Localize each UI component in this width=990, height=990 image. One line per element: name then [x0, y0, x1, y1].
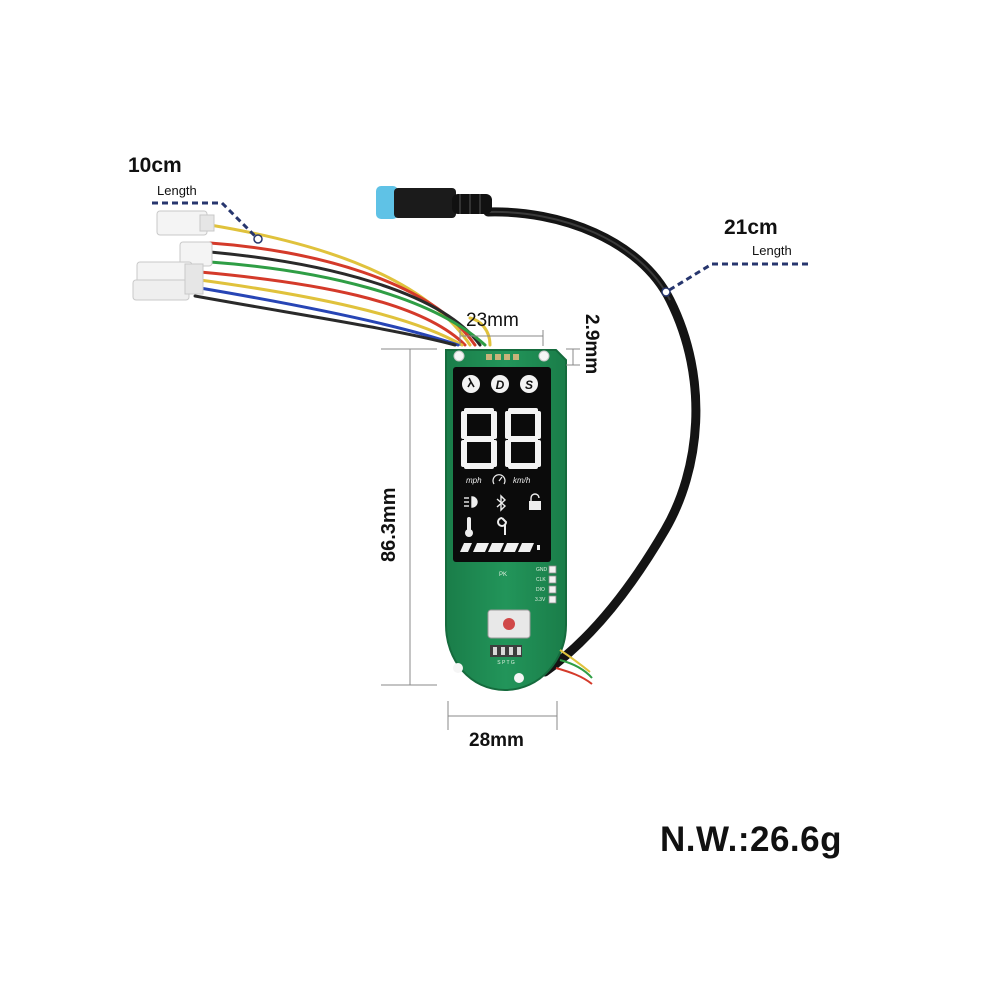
- drive-icon: [491, 375, 509, 393]
- right-cable-length-caption: Length: [752, 243, 792, 258]
- right-cable-length-label: 21cm: [724, 216, 778, 239]
- unit-kmh: km/h: [513, 476, 531, 485]
- speedometer-icon: [492, 474, 506, 485]
- svg-text:D: D: [496, 378, 505, 392]
- unit-mph: mph: [466, 476, 482, 485]
- left-wire-length-caption: Length: [157, 183, 197, 198]
- white-plug-connectors: [132, 210, 215, 301]
- wrench-icon: [497, 517, 508, 535]
- pin-label-dio: DIO: [536, 587, 545, 593]
- pin-label-clk: CLK: [536, 577, 546, 583]
- dimension-lines: [152, 201, 808, 730]
- blue-connector: [376, 186, 492, 219]
- net-weight-label: N.W.:26.6g: [660, 820, 842, 859]
- svg-text:S: S: [525, 378, 533, 392]
- bottom-width-label: 28mm: [469, 730, 524, 751]
- height-label: 86.3mm: [378, 487, 400, 563]
- walk-icon: [462, 375, 480, 393]
- battery-indicator: [460, 543, 540, 552]
- top-width-label: 23mm: [466, 310, 519, 331]
- pin-label-3v3: 3.3V: [535, 597, 546, 603]
- lock-icon: [529, 493, 541, 510]
- temperature-icon: [465, 517, 473, 537]
- speed-digits: [461, 408, 541, 469]
- headlight-icon: [464, 496, 478, 508]
- bluetooth-icon: [496, 494, 507, 512]
- pcb-silkscreen-label: PK: [499, 572, 507, 578]
- left-wire-length-label: 10cm: [128, 154, 182, 177]
- pin-label-gnd: GND: [536, 567, 548, 573]
- thickness-label: 2.9mm: [581, 314, 602, 375]
- main-cable: [483, 207, 701, 677]
- header-pin-labels: S P T G: [497, 660, 515, 666]
- wire-bundle: [193, 223, 492, 347]
- lcd-display: D S mph km/h: [453, 367, 551, 562]
- sport-icon: [520, 375, 538, 393]
